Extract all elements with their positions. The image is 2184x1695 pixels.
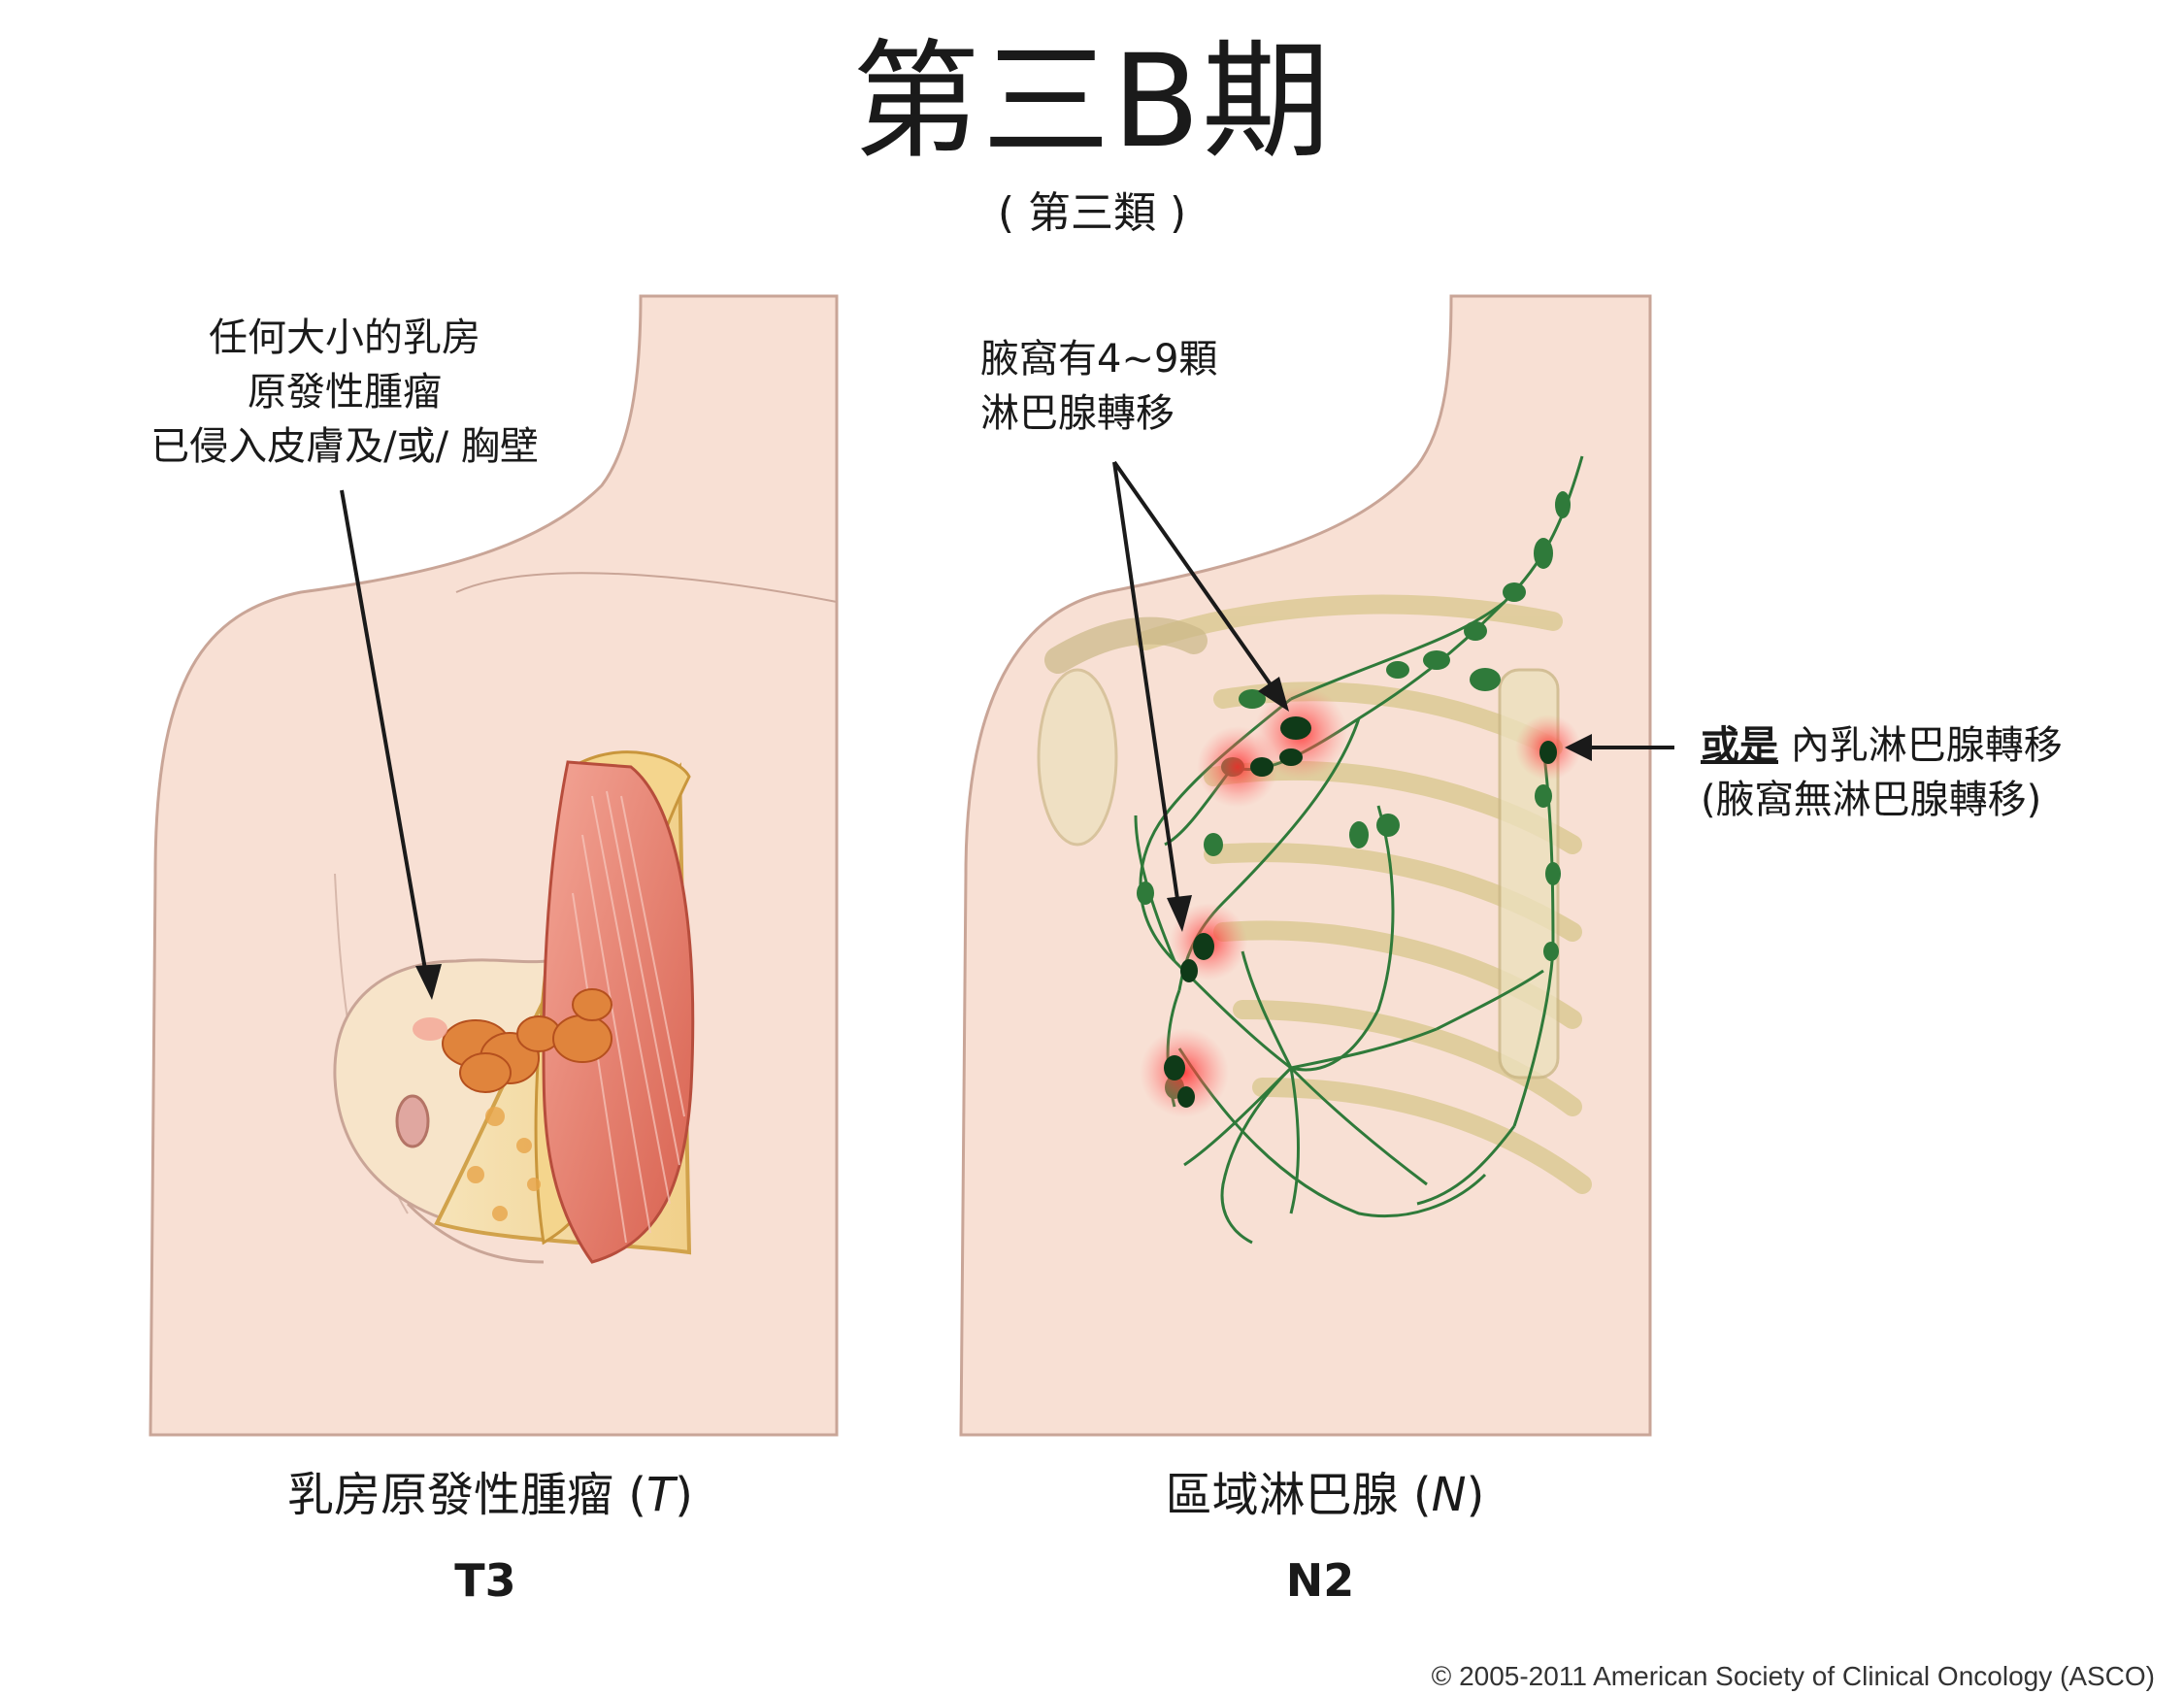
alternative-keyword: 或是: [1701, 723, 1778, 768]
regional-nodes-label-close: ): [1466, 1468, 1485, 1522]
axillary-annotation-line-1: 腋窩有4~9顆: [980, 337, 1218, 382]
left-annotation-line-2: 原發性腫瘤: [248, 370, 442, 415]
page-title: 第三B期: [851, 27, 1333, 177]
t-stage-code: T3: [454, 1554, 516, 1607]
copyright-notice: © 2005-2011 American Society of Clinical…: [1431, 1661, 2155, 1691]
axillary-annotation-text: 腋窩有4~9顆 淋巴腺轉移: [980, 332, 1310, 441]
right-annotation-arrows: [1112, 460, 1674, 932]
primary-tumor-label-main: 乳房原發性腫瘤 (: [286, 1468, 646, 1522]
primary-tumor-label-close: ): [675, 1468, 694, 1522]
regional-nodes-label-letter: N: [1431, 1468, 1467, 1522]
left-annotation-line-1: 任何大小的乳房: [209, 316, 480, 360]
right-torso-illustration: [959, 294, 1652, 1437]
primary-tumor-label-letter: T: [645, 1468, 676, 1522]
left-annotation-line-3: 已侵入皮膚及/或/ 胸壁: [150, 424, 539, 469]
breast-cross-section: [333, 750, 695, 1264]
regional-nodes-label: 區域淋巴腺 (N): [1077, 1466, 1572, 1524]
internal-mammary-text: 內乳淋巴腺轉移: [1778, 723, 2063, 768]
n-stage-code: N2: [1285, 1554, 1355, 1607]
page-subtitle: ( 第三類 ): [997, 188, 1187, 238]
left-annotation-text: 任何大小的乳房 原發性腫瘤 已侵入皮膚及/或/ 胸壁: [116, 311, 573, 474]
internal-mammary-line-2: (腋窩無淋巴腺轉移): [1701, 778, 2042, 822]
left-annotation-arrow: [340, 489, 442, 1000]
primary-tumor-label: 乳房原發性腫瘤 (T): [223, 1466, 757, 1524]
internal-mammary-annotation: 或是 內乳淋巴腺轉移 (腋窩無淋巴腺轉移): [1701, 718, 2147, 827]
metastasis-highlights: [1140, 686, 1581, 1117]
axillary-annotation-line-2: 淋巴腺轉移: [980, 391, 1175, 436]
regional-nodes-label-main: 區域淋巴腺 (: [1165, 1468, 1432, 1522]
